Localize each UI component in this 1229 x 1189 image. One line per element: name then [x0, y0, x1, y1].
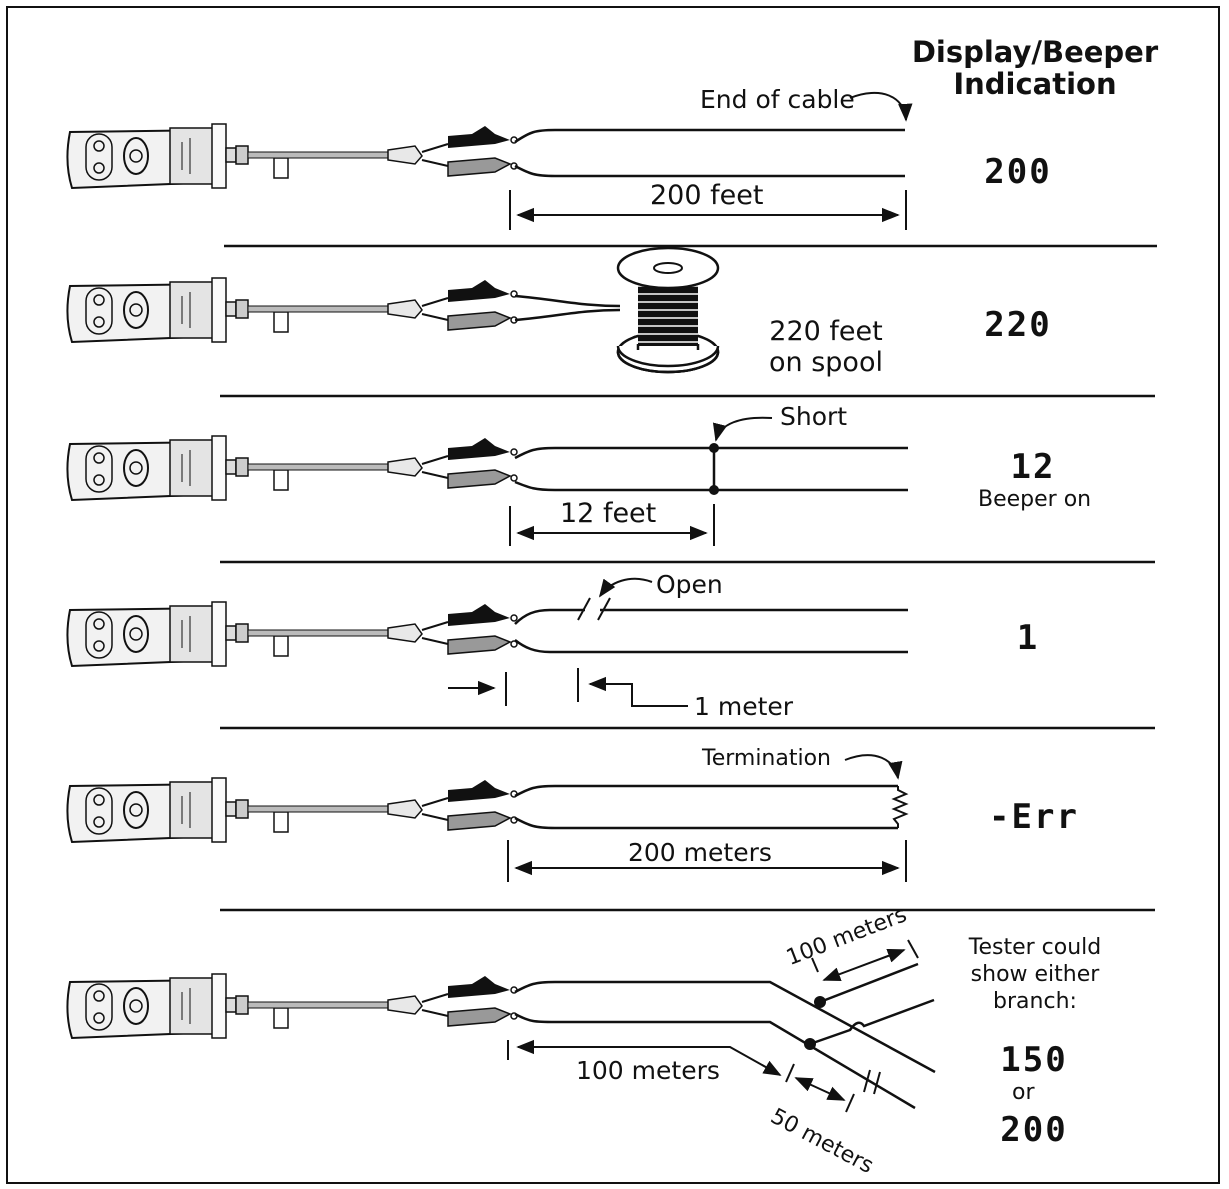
branch-junction	[814, 996, 826, 1008]
header-line-2: Indication	[953, 67, 1117, 101]
cable-tester-device	[66, 973, 518, 1039]
column-header: Display/Beeper Indication	[900, 36, 1170, 100]
display-reading: 1	[1016, 618, 1040, 658]
termination-callout: Termination	[702, 746, 832, 771]
figure-frame	[6, 6, 1220, 1184]
cable-wire	[514, 294, 621, 308]
or-label: or	[1012, 1080, 1035, 1105]
cable-tester-device	[66, 777, 518, 843]
distance-label: 12 feet	[560, 498, 657, 529]
branch-note-line-2: show either	[970, 962, 1100, 987]
cable-tester-device	[66, 123, 518, 189]
cable-wire	[514, 608, 585, 625]
short-callout: Short	[780, 402, 848, 431]
short-point	[709, 485, 719, 495]
beeper-note: Beeper on	[978, 487, 1092, 512]
display-reading: 220	[984, 305, 1052, 345]
distance-label: 200 meters	[628, 838, 772, 867]
display-reading: 150	[1000, 1040, 1068, 1080]
cable-wire	[514, 446, 908, 460]
cable-wire	[514, 1012, 916, 1110]
header-line-1: Display/Beeper	[911, 35, 1159, 69]
cable-wire	[514, 639, 908, 654]
cable-wire	[514, 164, 905, 178]
cable-tester-device	[66, 601, 518, 667]
cable-wire	[514, 308, 621, 322]
cable-spool	[616, 246, 720, 374]
display-reading: -Err	[989, 797, 1079, 837]
cable-wire	[819, 962, 919, 1004]
display-reading: 200	[984, 152, 1052, 192]
distance-label: 200 feet	[650, 180, 764, 211]
branch-note-line-3: branch:	[993, 989, 1077, 1014]
end-of-cable-callout: End of cable	[700, 85, 855, 114]
cable-wire	[514, 784, 898, 798]
branch-note: Tester could show either branch:	[960, 934, 1110, 1015]
cable-wire	[514, 980, 936, 1074]
spool-distance-line-2: on spool	[769, 347, 883, 378]
short-point	[709, 443, 719, 453]
distance-label: 220 feet on spool	[764, 316, 888, 378]
open-callout: Open	[656, 570, 723, 599]
distance-label: 100 meters	[576, 1056, 720, 1085]
distance-label: 1 meter	[694, 692, 794, 721]
display-reading: 200	[1000, 1110, 1068, 1150]
cable-wire	[514, 480, 908, 492]
termination-resistor	[891, 786, 909, 828]
branch-note-line-1: Tester could	[968, 935, 1102, 960]
cable-wire	[809, 998, 935, 1046]
cable-tester-device	[66, 435, 518, 501]
cable-wire	[514, 816, 898, 830]
spool-distance-line-1: 220 feet	[769, 316, 883, 347]
display-reading: 12	[1010, 447, 1056, 487]
cable-tester-device	[66, 277, 518, 343]
cable-wire	[514, 128, 905, 144]
branch-junction	[804, 1038, 816, 1050]
